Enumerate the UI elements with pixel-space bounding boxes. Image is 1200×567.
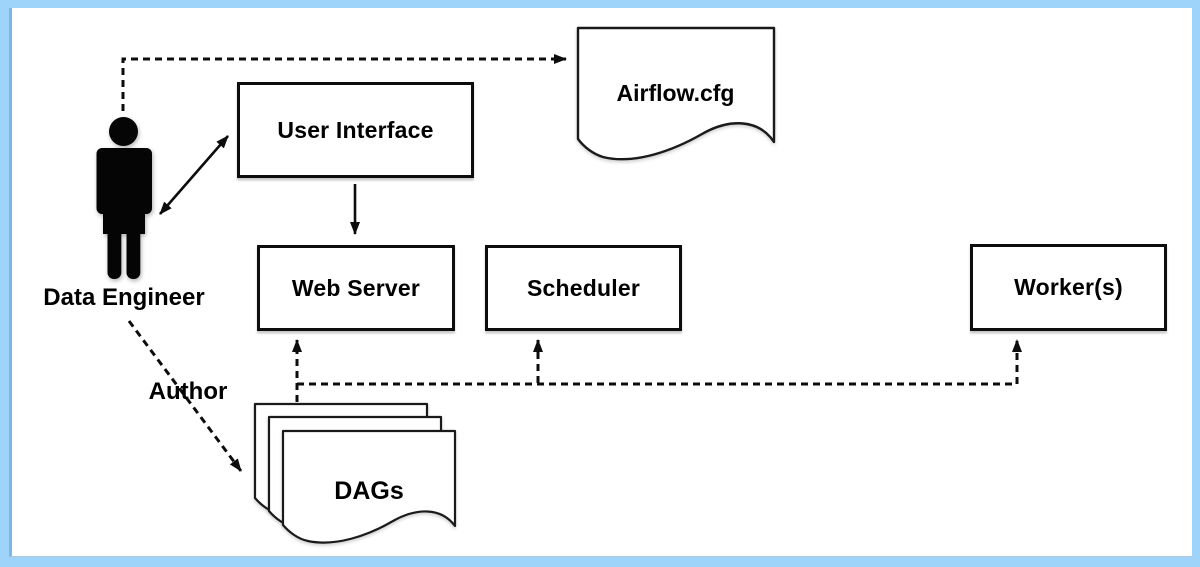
edge-author-label: Author — [148, 378, 228, 405]
node-scheduler-label: Scheduler — [526, 274, 640, 301]
edge-engineer-to-cfg — [121, 54, 567, 111]
edge-engineer-to-dags — [127, 320, 243, 472]
actor-label: Data Engineer — [43, 284, 205, 311]
node-user-interface-label: User Interface — [277, 116, 434, 143]
node-workers-label: Worker(s) — [1014, 274, 1123, 300]
node-web-server: Web Server — [257, 245, 455, 331]
edge-dags-to-workers — [297, 339, 1022, 386]
node-web-server-label: Web Server — [291, 274, 421, 301]
node-user-interface: User Interface — [237, 82, 474, 178]
person-icon — [96, 117, 152, 279]
document-icon-airflow-cfg — [576, 26, 776, 161]
node-workers: Worker(s) — [970, 244, 1167, 331]
document-icon-dags-front — [281, 429, 457, 544]
edge-engineer-ui-double-arrow — [159, 135, 229, 215]
node-scheduler: Scheduler — [485, 245, 682, 331]
node-airflow-cfg-label: Airflow.cfg — [616, 80, 735, 106]
node-dags-label: DAGs — [334, 477, 404, 505]
